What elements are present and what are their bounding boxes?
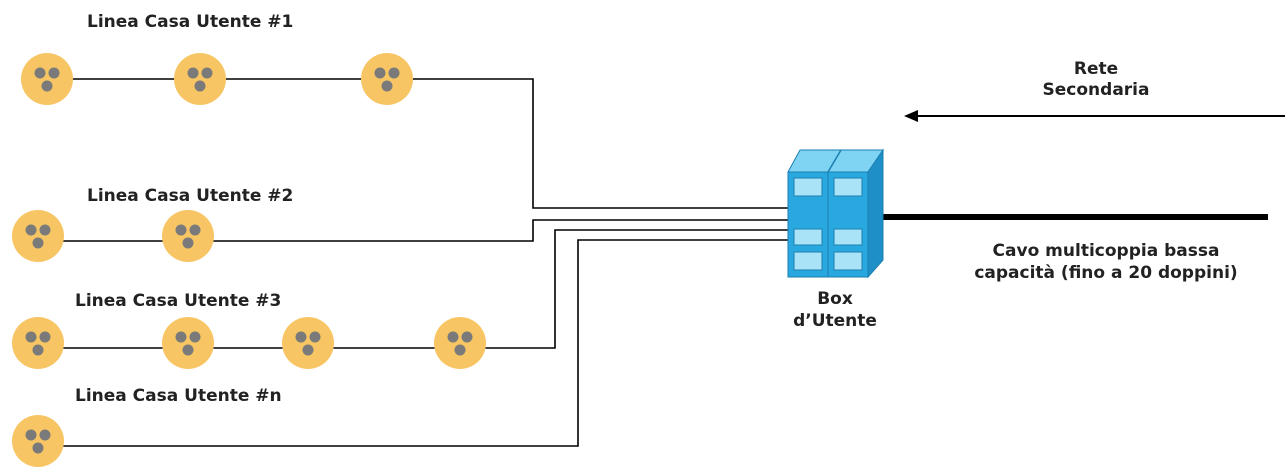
phone-outlet-icon [12,317,64,369]
line-1-wire [47,78,790,209]
line-3-wire [38,229,790,349]
phone-outlet-icon [162,210,214,262]
phone-outlet-icon [12,415,64,467]
line-n-wire [38,239,790,447]
phone-outlet-icon [21,53,73,105]
arrow-left-icon [904,110,1285,122]
network-label-line2: Secondaria [1043,80,1150,100]
line-2-wire [38,219,790,242]
network-label-line1: Rete [1074,59,1118,79]
phone-outlet-icon [12,210,64,262]
line-label-n: Linea Casa Utente #n [75,386,282,406]
phone-outlet-icon [174,53,226,105]
distribution-box-icon [787,148,884,279]
line-label-1: Linea Casa Utente #1 [87,12,293,32]
line-2: Linea Casa Utente #2 [12,186,790,262]
line-n: Linea Casa Utente #n [12,239,790,467]
phone-outlet-icon [434,317,486,369]
line-1: Linea Casa Utente #1 [21,12,790,209]
line-label-3: Linea Casa Utente #3 [75,291,281,311]
line-label-2: Linea Casa Utente #2 [87,186,293,206]
line-3: Linea Casa Utente #3 [12,229,790,369]
box-label-line2: d’Utente [793,311,877,331]
cable-label-line2: capacità (fino a 20 doppini) [974,263,1237,283]
phone-outlet-icon [361,53,413,105]
cable-label-line1: Cavo multicoppia bassa [993,241,1220,261]
phone-outlet-icon [282,317,334,369]
box-label-line1: Box [817,289,853,309]
phone-outlet-icon [162,317,214,369]
